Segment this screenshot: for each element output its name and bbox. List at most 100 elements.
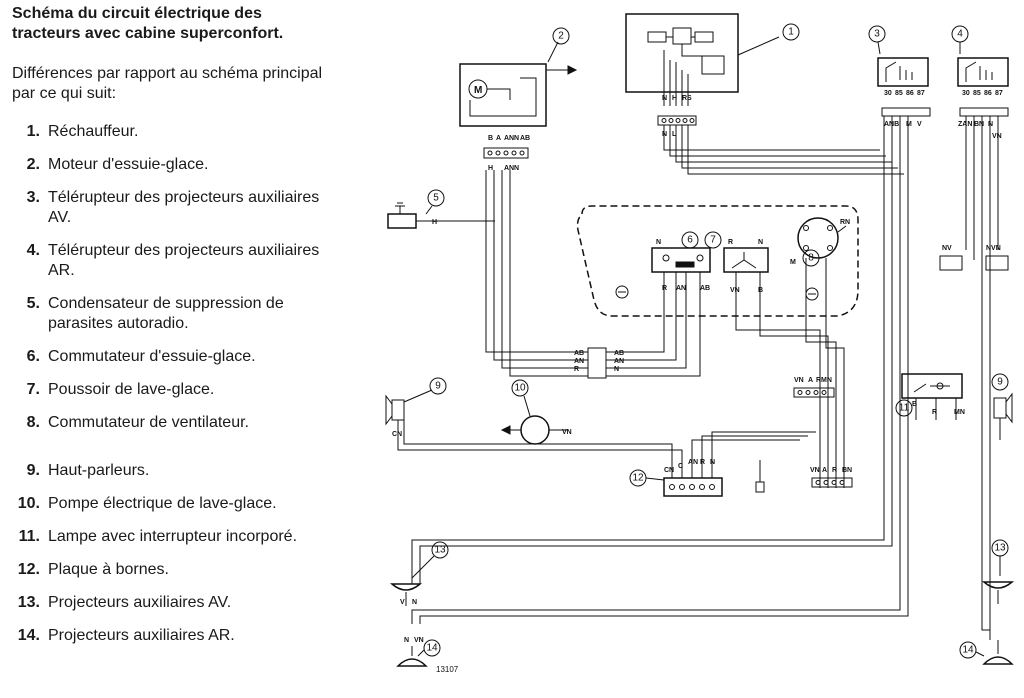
wire-label: H [672,95,677,102]
wire-label: A [496,135,501,142]
wire-label: AB [520,135,530,142]
wire-label: VN [810,467,820,474]
legend-item-12: 12.Plaque à bornes. [17,561,169,578]
legend-item-4: 4.Télérupteur des projecteurs auxiliaire… [26,242,320,279]
callout-9-right [991,373,1009,391]
speaker-left-component [385,389,630,451]
wire-label: 86 [984,90,992,97]
wire-label: RS [682,95,692,102]
wire-label: R [832,467,837,474]
wire-label: BN [842,467,852,474]
wire-label: M [790,259,796,266]
callout-5 [427,189,445,207]
wiper-motor-component: M [459,41,578,127]
wire-label: R [700,459,705,466]
wire-label: NV [942,245,952,252]
wire-label: 85 [973,90,981,97]
wire-label: N [514,135,519,142]
terminal-block-2 [483,147,529,159]
callout-12-label: 12 [632,473,644,484]
legend-item-11: 11.Lampe avec interrupteur incorporé. [18,528,298,545]
wire-label: AB [700,285,710,292]
wire-label: BN [974,121,984,128]
terminal-board-component [630,431,816,497]
page-title: Schéma du circuit électrique des tracteu… [12,5,284,42]
legend-item-3: 3.Télérupteur des projecteurs auxiliaire… [26,189,320,226]
legend-list: 1.Réchauffeur. 2.Moteur d'essuie-glace. … [12,122,332,646]
callout-5-label: 5 [433,193,439,204]
wire-label: 30 [884,90,892,97]
legend-item-2: 2.Moteur d'essuie-glace. [26,156,209,173]
callout-4 [951,25,969,43]
wire-label: AB [574,350,584,357]
wire-label: L [672,131,677,138]
wire-label: MN [954,409,965,416]
legend-item-13: 13.Projecteurs auxiliaires AV. [17,594,232,611]
wire-label: ZAN [958,121,972,128]
wire-label: V [400,599,405,606]
wire-label: R [662,285,667,292]
legend-item-9: 9.Haut-parleurs. [26,462,150,479]
wire-label: VN [730,287,740,294]
wire-label: H [488,165,493,172]
wire-label: R [574,366,579,373]
callout-13-left-label: 13 [434,545,446,556]
wire-label: 85 [895,90,903,97]
wire-label: CN [664,467,674,474]
callout-6 [681,231,699,249]
wire-label: VN [414,637,424,644]
wire-label: AN [504,165,514,172]
legend-panel: Schéma du circuit électrique des tracteu… [12,4,332,659]
wire-label: H [432,219,437,226]
wire-label: M [906,121,912,128]
wire-label: 87 [917,90,925,97]
wire-label: 87 [995,90,1003,97]
wire-label: N [710,459,715,466]
callout-10-label: 10 [514,383,526,394]
callout-10 [511,379,529,397]
wiring-diagram: N H RS N L 1 M B A AN N AB H AN N 2 30 8… [385,13,1015,674]
legend-item-1: 1.Réchauffeur. [26,123,139,140]
callout-1-label: 1 [788,27,794,38]
wire-label: RN [840,219,850,226]
indicator-lamp-icon [805,287,819,301]
front-aux-lamp-left [389,555,435,606]
washer-pump-component [500,395,568,445]
dash-connector [485,170,701,379]
wire-label: N [656,239,661,246]
wire-label: A [822,467,827,474]
wire-label: R [728,239,733,246]
front-aux-lamp-right [981,556,1015,604]
suppression-capacitor-component [387,202,495,229]
wire-label: C [678,463,683,470]
wire-label: VN [562,429,572,436]
washer-button-component [723,247,769,300]
callout-6-label: 6 [687,235,693,246]
wire-label: CN [392,431,402,438]
callout-3 [868,25,886,43]
svg-text:M: M [474,85,482,96]
wire-label: N [662,131,667,138]
dashboard-outline [576,205,859,317]
wire-label: RMN [816,377,832,384]
wire-label: 30 [962,90,970,97]
callout-14-left-label: 14 [426,643,438,654]
callout-14-right-label: 14 [962,645,974,656]
callout-11-label: 11 [899,403,910,414]
callout-13-left [431,541,449,559]
wire-label: VN [992,133,1002,140]
wire-label: V [917,121,922,128]
callout-8-label: 8 [808,253,814,264]
legend-item-6: 6.Commutateur d'essuie-glace. [26,348,256,365]
callout-13-right [991,539,1009,557]
figure-number: 13107 [436,665,459,674]
wire-label: B [488,135,493,142]
callout-9-left [429,377,447,395]
callout-8 [802,249,820,267]
wire-label: AN [574,358,584,365]
rear-aux-lamp-left [396,646,428,667]
callout-13-right-label: 13 [994,543,1006,554]
rear-relay-component [957,42,1009,117]
legend-item-8: 8.Commutateur de ventilateur. [26,414,249,431]
wire-label: R [932,409,937,416]
